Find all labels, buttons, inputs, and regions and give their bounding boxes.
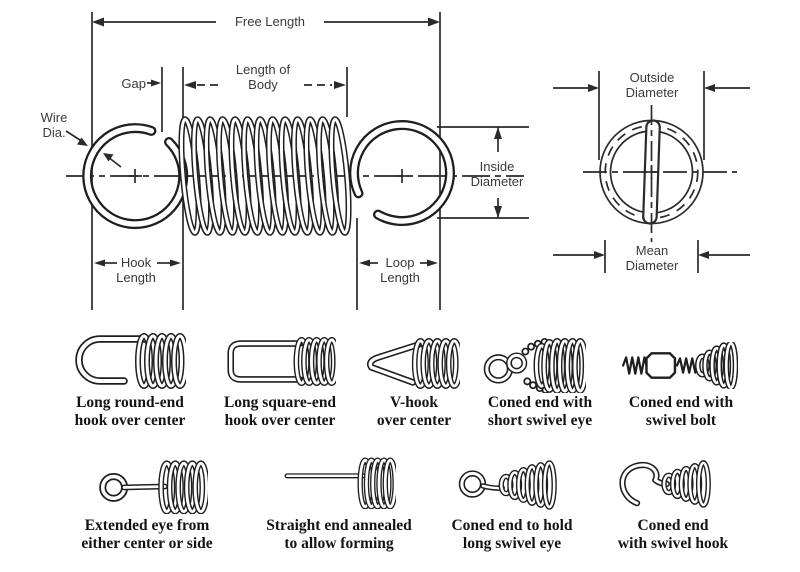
long-square-end-hook-icon (227, 336, 336, 387)
label-hook-length: Hook Length (116, 255, 156, 285)
coned-end-swivel-bolt-icon (621, 342, 738, 389)
end-type-caption: Long round-end hook over center (74, 394, 186, 429)
extended-eye-icon (99, 459, 208, 514)
coned-end-swivel-hook-icon (619, 460, 711, 508)
v-hook-icon (366, 337, 460, 390)
outside-diameter-dimension (553, 71, 750, 160)
spring-side-view-drawing (65, 12, 750, 310)
label-wire-dia: Wire Dia. (40, 110, 68, 140)
mean-diameter-dimension (553, 240, 750, 273)
end-type-caption: Long square-end hook over center (223, 394, 337, 429)
label-mean-diameter: Mean Diameter (625, 243, 679, 273)
straight-end-annealed-icon (284, 457, 396, 509)
coned-end-short-swivel-eye-icon (483, 337, 586, 393)
inside-diameter-dimension (437, 126, 529, 219)
label-loop-length: Loop Length (380, 255, 420, 285)
spring-end-view (553, 71, 750, 273)
wire-dia-pointer (65, 130, 122, 168)
end-type-caption: Coned end with swivel bolt (628, 394, 734, 429)
gap-dimension (147, 67, 163, 132)
end-type-caption: Coned end with swivel hook (617, 517, 729, 552)
label-length-of-body: Length of Body (235, 62, 291, 92)
label-gap: Gap (121, 76, 146, 91)
end-type-caption: Straight end annealed to allow forming (266, 517, 412, 552)
end-type-caption: Coned end to hold long swivel eye (451, 517, 573, 552)
end-type-caption: Coned end with short swivel eye (487, 394, 593, 429)
hook-length-dimension (94, 259, 181, 267)
hex-nut (645, 352, 677, 379)
end-type-caption: V-hook over center (376, 394, 452, 429)
label-free-length: Free Length (216, 14, 324, 29)
loop-length-dimension (356, 218, 438, 310)
long-round-end-hook-icon (75, 332, 186, 390)
label-outside-diameter: Outside Diameter (625, 70, 679, 100)
end-type-caption: Extended eye from either center or side (81, 517, 213, 552)
right-hook (349, 120, 455, 226)
label-inside-diameter: Inside Diameter (470, 159, 524, 189)
coned-end-long-swivel-eye-icon (458, 460, 557, 510)
